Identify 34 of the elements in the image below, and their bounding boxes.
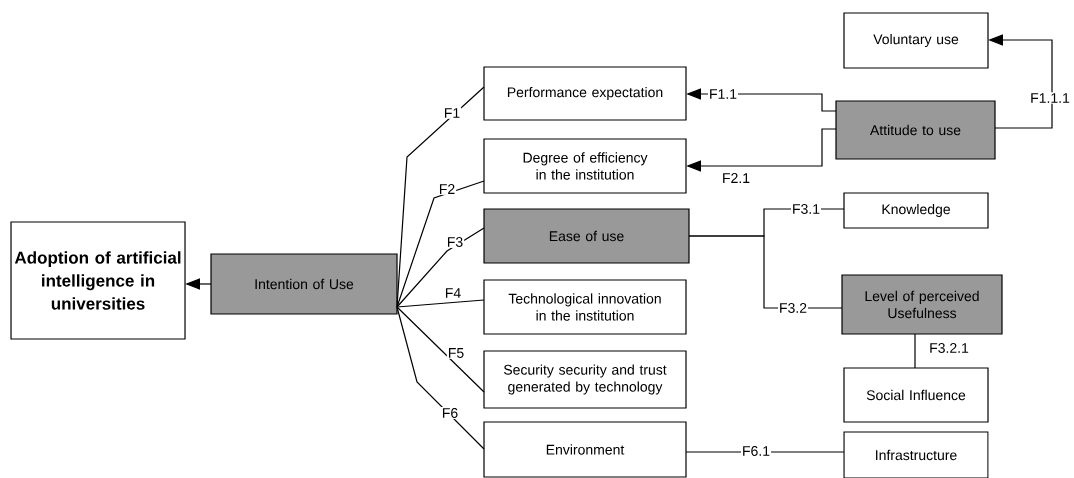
edge-label: F3.2 <box>778 302 808 314</box>
edge-label: F5 <box>446 347 466 359</box>
edge-label: F1 <box>442 107 462 119</box>
heading-box: Adoption of artificial intelligence in universities <box>10 221 186 340</box>
edge-label: F3 <box>445 236 465 248</box>
edge-label: F4 <box>443 287 463 299</box>
edge-label: F1.1 <box>708 88 738 100</box>
factor-box: Intention of Use <box>210 253 398 315</box>
edge-label: F6.1 <box>741 445 771 457</box>
edge-label: F3.2.1 <box>928 342 970 354</box>
factor-box: Social Influence <box>843 367 989 423</box>
connector-line <box>396 180 485 308</box>
factor-box: Voluntary use <box>843 12 989 69</box>
factor-box: Ease of use <box>483 208 690 264</box>
factor-box: Degree of efficiency in the institution <box>483 138 687 194</box>
connector-line <box>396 227 485 308</box>
edge-label: F3.1 <box>791 203 821 215</box>
factor-box: Performance expectation <box>483 66 687 121</box>
factor-box: Infrastructure <box>843 431 989 478</box>
factor-box: Environment <box>483 421 687 478</box>
edge-label: F6 <box>440 407 460 419</box>
connector-line <box>914 333 916 369</box>
connector-line <box>396 306 485 393</box>
factor-box: Attitude to use <box>835 100 996 160</box>
connector-line <box>396 299 485 308</box>
edge-label: F2.1 <box>721 172 751 184</box>
edge-label: F2 <box>437 183 457 195</box>
factor-box: Security security and trust generated by technology <box>483 350 687 409</box>
factor-box: Knowledge <box>843 192 989 229</box>
connector-line <box>396 86 485 308</box>
factor-box: Technological innovation in the institution <box>483 279 687 335</box>
factor-box: Level of perceived Usefulness <box>841 274 1003 335</box>
connector-line <box>396 306 485 450</box>
edge-label: F1.1.1 <box>1029 92 1071 104</box>
